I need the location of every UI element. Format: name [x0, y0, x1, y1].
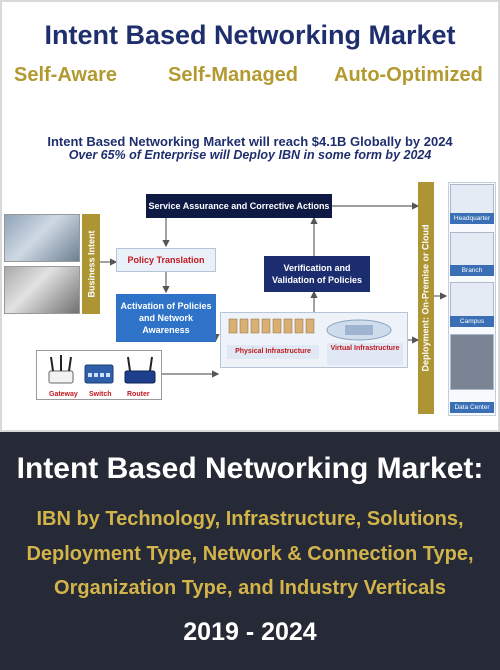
flow-arrows: [100, 202, 448, 378]
tag-self-aware: Self-Aware: [14, 64, 118, 86]
device-label-gateway: Gateway: [49, 391, 78, 398]
device-label-switch: Switch: [89, 391, 112, 398]
report-banner: [0, 432, 500, 670]
devices-art: [48, 355, 156, 384]
deploy-stat-line: Over 65% of Enterprise will Deploy IBN i…: [68, 148, 432, 162]
server-rack-art: [228, 318, 392, 341]
verification-box: Verification and Validation of Policies: [264, 256, 370, 292]
report-subtitle-line-1: IBN by Technology, Infrastructure, Solut…: [36, 508, 464, 530]
report-title: Intent Based Networking Market:: [16, 452, 484, 485]
activation-box: Activation of Policies and Network Aware…: [116, 294, 216, 342]
infrastructure-panel: Physical Infrastructure Virtual Infrastr…: [220, 312, 408, 368]
report-subtitle-line-2: Deployment Type, Network & Connection Ty…: [26, 543, 474, 565]
devices-panel: Gateway Switch Router: [36, 350, 162, 400]
tag-self-managed: Self-Managed: [168, 64, 299, 86]
policy-translation-box: Policy Translation: [116, 248, 216, 272]
deployment-label: Deployment: On-Premise or Cloud: [421, 224, 431, 372]
service-assurance-box: Service Assurance and Corrective Actions: [146, 194, 332, 218]
report-years: 2019 - 2024: [183, 618, 317, 646]
office-photo: [4, 266, 80, 314]
market-reach-line: Intent Based Networking Market will reac…: [47, 134, 453, 149]
site-label-branch: Branch: [450, 265, 494, 276]
business-intent-label: Business Intent: [86, 230, 97, 298]
site-label-datacenter: Data Center: [450, 402, 494, 413]
report-subtitle-line-3: Organization Type, and Industry Vertical…: [54, 577, 446, 599]
main-title: Intent Based Networking Market: [44, 20, 456, 50]
physical-infra-label: Physical Infrastructure: [227, 345, 319, 359]
business-intent-bar: Business Intent: [82, 214, 100, 314]
switch-icon: [84, 364, 114, 384]
tag-auto-optimized: Auto-Optimized: [334, 64, 483, 86]
gateway-icon: [48, 355, 74, 384]
tablet-photo: [4, 214, 80, 262]
site-label-campus: Campus: [450, 316, 494, 327]
device-label-router: Router: [127, 391, 150, 398]
virtual-infra-label: Virtual Infrastructure: [327, 343, 403, 365]
site-label-headquarter: Headquarter: [450, 213, 494, 224]
datacenter-image: [450, 334, 494, 390]
deployment-bar: Deployment: On-Premise or Cloud: [418, 182, 434, 414]
router-icon: [124, 356, 156, 384]
cloud-icon: [326, 319, 392, 341]
